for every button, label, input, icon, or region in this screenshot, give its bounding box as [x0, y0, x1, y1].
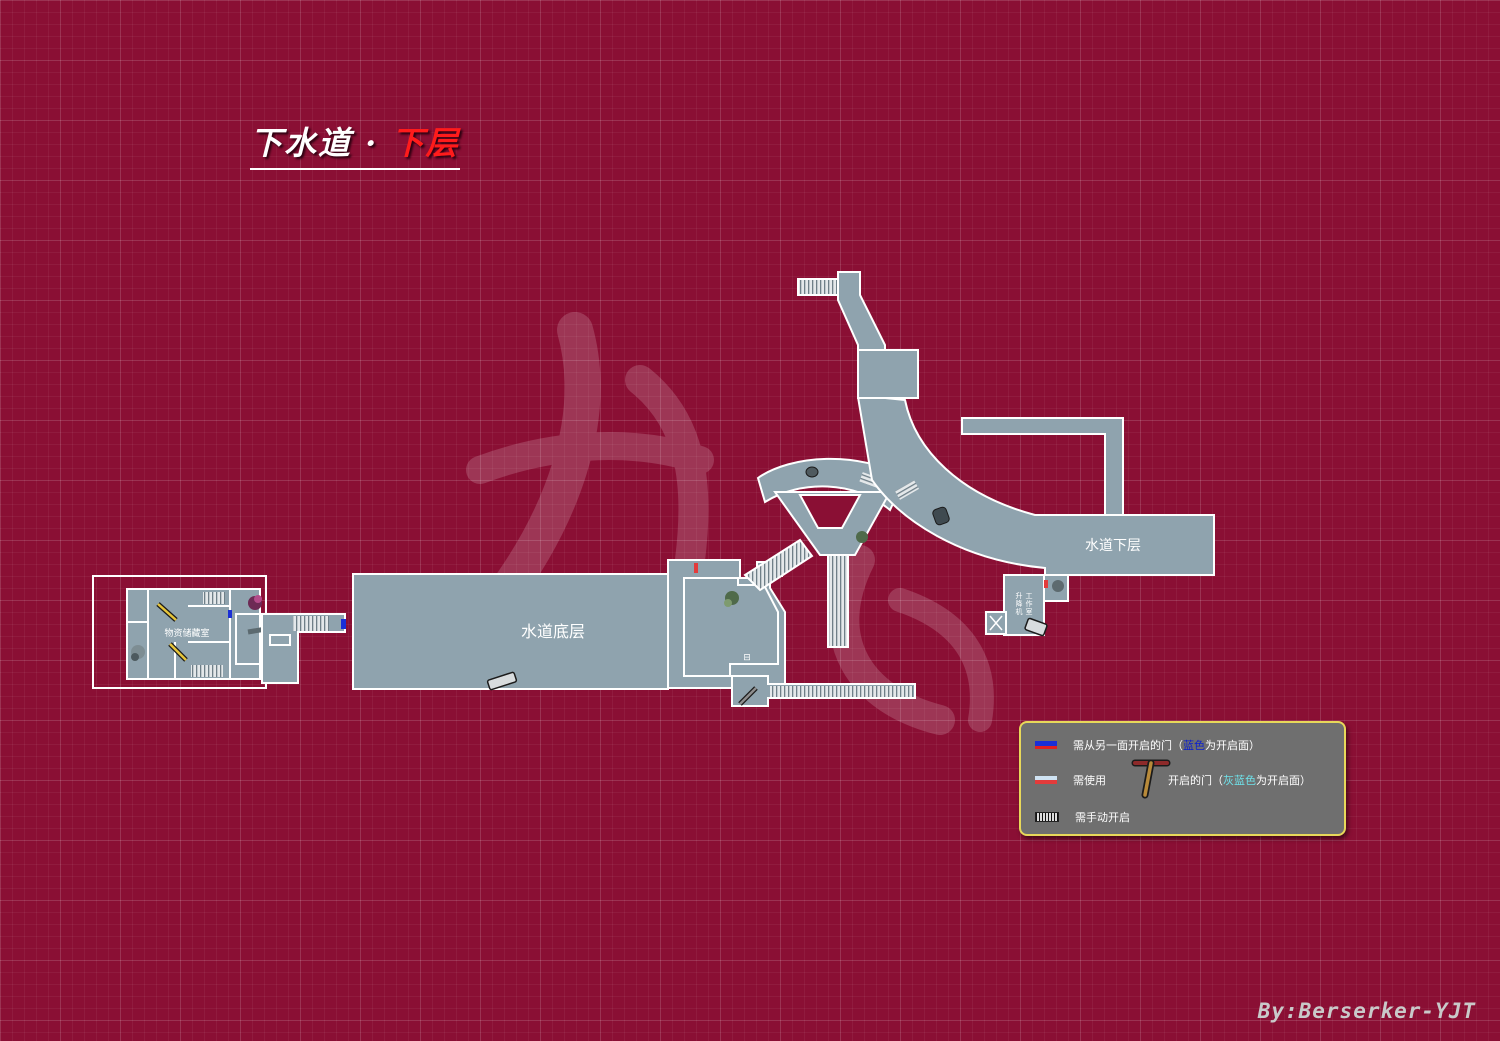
legend-row-manual: 需手动开启 [1035, 809, 1130, 825]
lower-floor-tunnel: 水道下层 [797, 271, 1215, 576]
plant-icon[interactable] [131, 645, 145, 661]
plant-icon[interactable] [856, 531, 868, 543]
plant-icon[interactable] [248, 595, 262, 610]
central-compound: ⊟ [667, 559, 916, 707]
bottom-floor-room: 水道底层 [352, 573, 669, 691]
legend-row-blue-door: 需从另一面开启的门（蓝色为开启面） [1035, 737, 1260, 753]
watermark [466, 312, 994, 735]
container-icon[interactable] [1024, 617, 1048, 637]
storage-room-label: 物资储藏室 [164, 627, 209, 639]
elevator-label-3: 机 [1016, 607, 1023, 616]
elevator-label-5: 作 [1026, 599, 1033, 608]
legend-row3: 需手动开启 [1075, 811, 1130, 824]
legend-row2-prefix: 需使用 [1073, 774, 1106, 787]
item-icon[interactable] [156, 602, 178, 622]
legend-row2-suffix: 为开启面） [1256, 774, 1311, 787]
map-title: 下水道 · 下层 [250, 118, 460, 170]
container-icon[interactable] [486, 671, 518, 691]
container-icon[interactable] [805, 466, 819, 478]
bottom-floor-label: 水道底层 [521, 622, 585, 641]
elevator-label-2: 降 [1016, 599, 1023, 608]
elevator-label-1: 升 [1016, 591, 1023, 600]
corridor-west [261, 613, 346, 684]
elevator-label-6: 室 [1026, 607, 1033, 616]
legend-panel: 需从另一面开启的门（蓝色为开启面） 需使用 开启的门（灰蓝色为开启面） 需手动开… [1019, 721, 1346, 836]
blue-door-swatch [1035, 741, 1057, 749]
legend-row-tool-door: 需使用 开启的门（灰蓝色为开启面） [1035, 772, 1311, 788]
legend-row2-mid: 开启的门（ [1168, 774, 1223, 787]
title-main: 下水道 · [250, 124, 392, 162]
grate-swatch [1035, 812, 1059, 822]
ladder-icon: ⊟ [743, 653, 751, 663]
plant-icon[interactable] [724, 591, 739, 607]
container-icon[interactable] [932, 506, 951, 526]
legend-row2-highlight: 灰蓝色 [1223, 774, 1256, 787]
legend-row1-highlight: 蓝色 [1183, 739, 1205, 752]
elevator-room: 升 降 机 工 作 室 [985, 574, 1069, 637]
title-sub: 下层 [391, 124, 460, 162]
item-icon[interactable] [168, 642, 188, 662]
legend-row1-suffix: 为开启面） [1205, 739, 1260, 752]
legend-row1-prefix: 需从另一面开启的门（ [1073, 739, 1183, 752]
arc-room [743, 457, 907, 648]
lower-floor-label: 水道下层 [1085, 538, 1141, 554]
elevator-label-4: 工 [1026, 592, 1033, 600]
author-credit: By:Berserker-YJT [1257, 999, 1476, 1023]
tool-icon [1131, 759, 1171, 799]
plant-icon[interactable] [1052, 580, 1064, 592]
key-item-icon[interactable] [738, 686, 758, 706]
grey-door-swatch [1035, 776, 1057, 784]
storage-wing: 物资储藏室 [92, 575, 273, 689]
